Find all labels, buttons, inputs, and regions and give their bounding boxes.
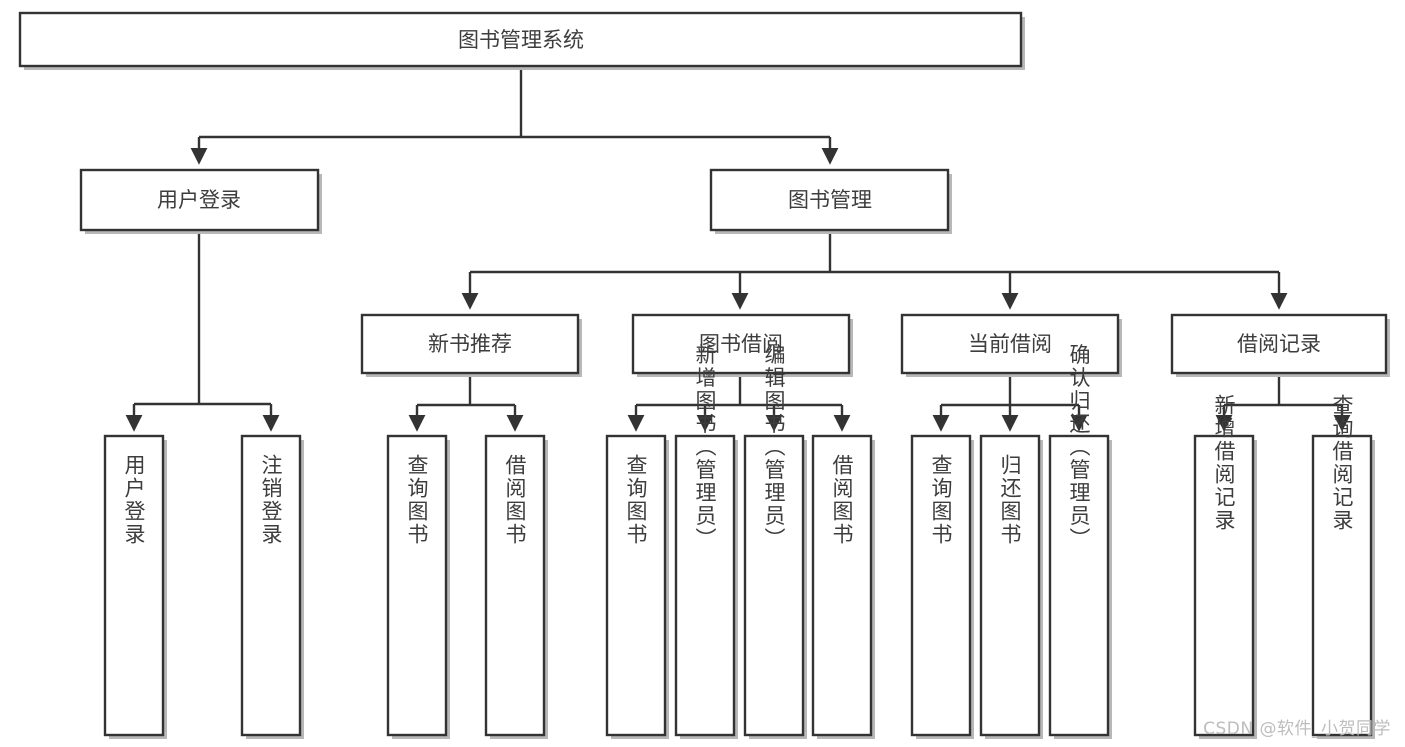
node-leaf-confirm-return-admin[interactable]: 确认归还（管理员） bbox=[1048, 344, 1112, 740]
borrowing-record-box bbox=[1170, 313, 1388, 375]
node-leaf-query-book-current[interactable]: 查询图书 bbox=[910, 434, 974, 739]
node-leaf-user-login[interactable]: 用户登录 bbox=[103, 434, 167, 739]
node-leaf-edit-book-admin[interactable]: 编辑图书（管理员） bbox=[743, 344, 807, 740]
node-root-book-management-system[interactable]: 图书管理系统 bbox=[18, 11, 1025, 70]
leaf-confirm-return-box bbox=[1048, 434, 1110, 737]
node-leaf-query-book-borrow[interactable]: 查询图书 bbox=[605, 434, 669, 739]
node-new-book-recommendation[interactable]: 新书推荐 bbox=[360, 313, 582, 377]
leaf-confirm-return-label: 确认归还（管理员） bbox=[1067, 344, 1091, 551]
leaf-add-record-box bbox=[1193, 434, 1255, 737]
leaf-query-book-a-label: 查询图书 bbox=[405, 454, 429, 546]
leaf-edit-book-label: 编辑图书（管理员） bbox=[762, 344, 786, 551]
leaf-query-record-box bbox=[1311, 434, 1373, 737]
leaf-query-record-label: 查询借阅记录 bbox=[1330, 394, 1354, 532]
user-login-label: 用户登录 bbox=[157, 188, 241, 212]
leaf-query-book-a-box bbox=[386, 434, 448, 737]
new-book-box bbox=[360, 313, 580, 375]
book-borrowing-label: 图书借阅 bbox=[699, 332, 783, 356]
leaf-user-login-box bbox=[103, 434, 165, 737]
node-leaf-borrow-book[interactable]: 借阅图书 bbox=[811, 434, 875, 739]
leaf-query-book-b-label: 查询图书 bbox=[624, 454, 648, 546]
root-label: 图书管理系统 bbox=[458, 28, 584, 52]
node-user-login[interactable]: 用户登录 bbox=[79, 168, 322, 234]
leaf-add-record-label: 新增借阅记录 bbox=[1212, 394, 1236, 532]
node-leaf-query-book-newbook[interactable]: 查询图书 bbox=[386, 434, 450, 739]
node-leaf-add-borrow-record[interactable]: 新增借阅记录 bbox=[1193, 394, 1257, 739]
leaf-return-book-box bbox=[979, 434, 1041, 737]
leaf-add-book-label: 新增图书（管理员） bbox=[693, 344, 717, 551]
leaf-borrow-book-a-box bbox=[484, 434, 546, 737]
node-current-borrowing[interactable]: 当前借阅 bbox=[900, 313, 1122, 377]
borrowing-record-label: 借阅记录 bbox=[1237, 332, 1321, 356]
connector-group bbox=[125, 68, 1351, 432]
node-book-management[interactable]: 图书管理 bbox=[709, 168, 952, 234]
leaf-return-book-label: 归还图书 bbox=[998, 454, 1022, 546]
node-leaf-return-book[interactable]: 归还图书 bbox=[979, 434, 1043, 739]
leaf-edit-book-box bbox=[743, 434, 805, 737]
root-box bbox=[18, 11, 1023, 68]
node-leaf-add-book-admin[interactable]: 新增图书（管理员） bbox=[674, 344, 738, 740]
leaf-user-login-label: 用户登录 bbox=[122, 454, 146, 546]
node-leaf-query-borrow-record[interactable]: 查询借阅记录 bbox=[1311, 394, 1375, 739]
leaf-query-book-c-box bbox=[910, 434, 972, 737]
node-book-borrowing[interactable]: 图书借阅 bbox=[631, 313, 853, 377]
new-book-label: 新书推荐 bbox=[428, 332, 512, 356]
leaf-query-book-c-label: 查询图书 bbox=[929, 454, 953, 546]
leaf-borrow-book-b-label: 借阅图书 bbox=[830, 454, 854, 546]
node-leaf-borrow-book-newbook[interactable]: 借阅图书 bbox=[484, 434, 548, 739]
node-borrowing-record[interactable]: 借阅记录 bbox=[1170, 313, 1390, 377]
current-borrowing-box bbox=[900, 313, 1120, 375]
leaf-borrow-book-a-label: 借阅图书 bbox=[503, 454, 527, 546]
user-login-box bbox=[79, 168, 320, 232]
book-management-box bbox=[709, 168, 950, 232]
node-leaf-logout[interactable]: 注销登录 bbox=[240, 434, 304, 739]
book-borrowing-box bbox=[631, 313, 851, 375]
leaf-add-book-box bbox=[674, 434, 736, 737]
book-management-label: 图书管理 bbox=[788, 188, 872, 212]
leaf-logout-box bbox=[240, 434, 302, 737]
leaf-query-book-b-box bbox=[605, 434, 667, 737]
leaf-borrow-book-b-box bbox=[811, 434, 873, 737]
leaf-logout-label: 注销登录 bbox=[259, 454, 283, 546]
current-borrowing-label: 当前借阅 bbox=[968, 332, 1052, 356]
